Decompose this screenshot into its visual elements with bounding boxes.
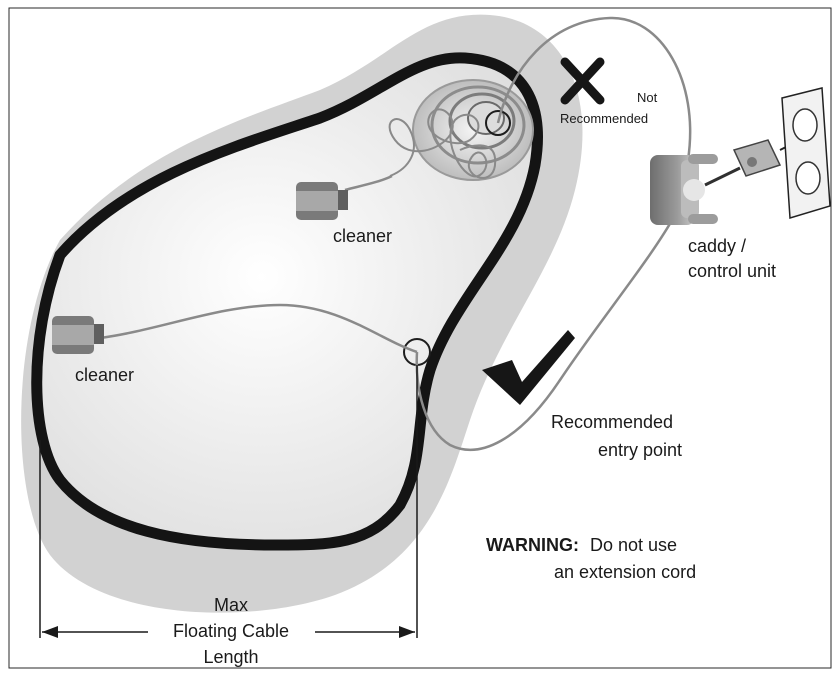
cleaner-label-top: cleaner [333,226,392,246]
plug-icon [732,139,782,177]
cable-not-recommended [496,16,692,161]
tangled-cable [388,108,497,179]
not-recommended-label-line1: Not [637,90,658,105]
cable-length-label-line1: Max [214,595,248,615]
pool-cleaner-icon [296,182,348,220]
arrowhead-right [399,626,415,638]
warning-prefix: WARNING: [486,535,579,555]
caddy-label-line1: caddy / [688,236,746,256]
recommended-entry-label-line2: entry point [598,440,682,460]
not-recommended-label-line2: Recommended [560,111,648,126]
warning-text-line1: Do not use [590,535,677,555]
cable-length-label-line2: Floating Cable [173,621,289,641]
power-cord [704,166,741,187]
cable-left-cleaner [99,303,418,354]
cable-top-cleaner [344,174,393,192]
cable-recommended [415,214,677,451]
not-recommended-entry-point [485,110,511,136]
x-mark-icon [560,57,605,105]
arrowhead-left [42,626,58,638]
wall-outlet-icon [781,87,831,219]
pool-wall [31,52,543,551]
warning-label-line1: WARNING: Do not use [486,535,677,555]
caddy-control-unit-icon [650,154,718,225]
warning-label-line2: an extension cord [554,562,696,582]
pool-cleaner-icon [52,316,104,354]
cleaner-label-left: cleaner [75,365,134,385]
caddy-label-line2: control unit [688,261,776,281]
recommended-entry-label-line1: Recommended [551,412,673,432]
cable-length-label-line3: Length [203,647,258,667]
check-mark-icon [482,330,575,405]
